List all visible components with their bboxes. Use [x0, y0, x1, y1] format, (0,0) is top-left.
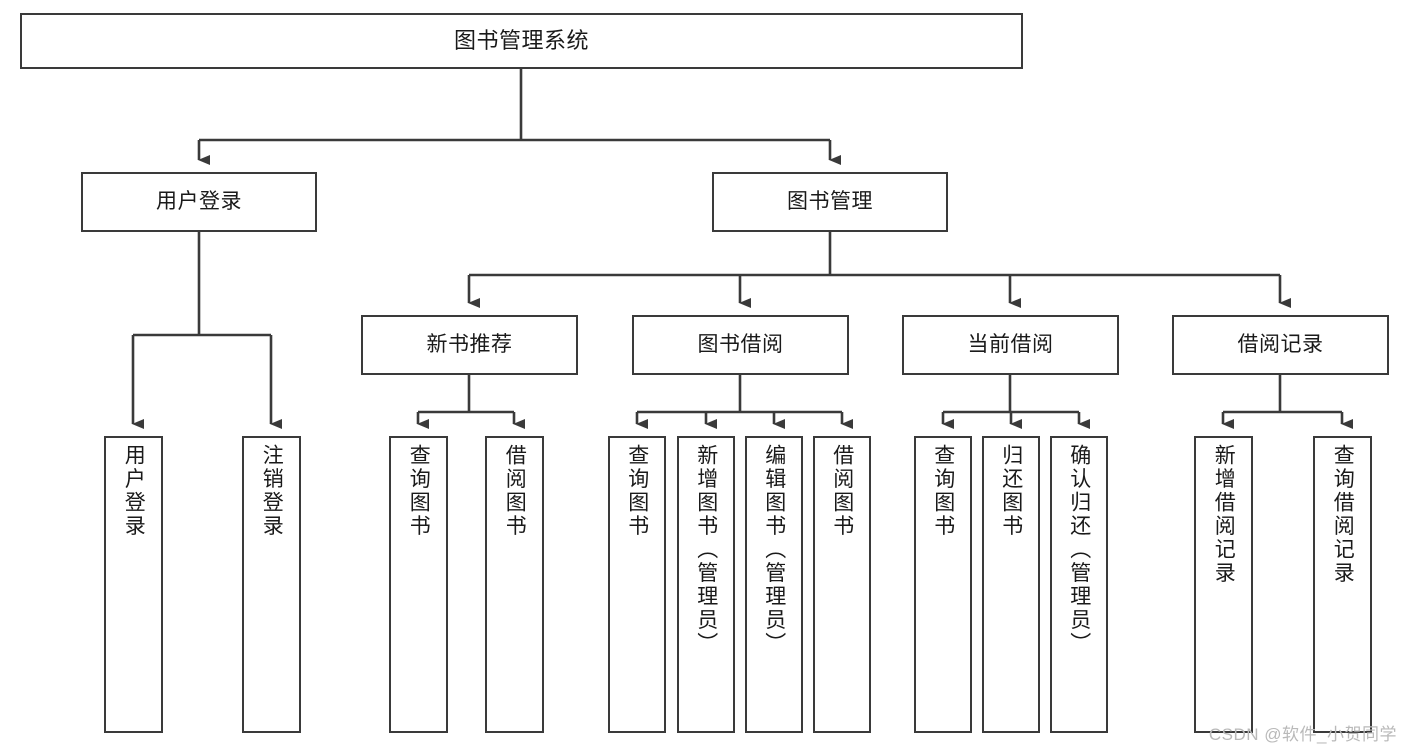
leaf-edit-book-admin-label: 编辑图书（管理员） — [762, 444, 786, 656]
node-current-borrow-label: 当前借阅 — [967, 332, 1054, 356]
leaf-user-login-label: 用户登录 — [122, 444, 146, 538]
node-current-borrow[interactable]: 当前借阅 — [902, 315, 1119, 375]
node-new-book-recommend-label: 新书推荐 — [426, 332, 513, 356]
leaf-query-book-borrow-label: 查询图书 — [625, 444, 649, 538]
leaf-confirm-return-admin[interactable]: 确认归还（管理员） — [1050, 436, 1108, 733]
leaf-confirm-return-admin-label: 确认归还（管理员） — [1067, 444, 1091, 656]
node-root-label: 图书管理系统 — [453, 28, 589, 54]
leaf-borrow-book-label: 借阅图书 — [830, 444, 854, 538]
leaf-query-borrow-record[interactable]: 查询借阅记录 — [1313, 436, 1372, 733]
leaf-query-book-current[interactable]: 查询图书 — [914, 436, 972, 733]
leaf-borrow-book-recommend-label: 借阅图书 — [503, 444, 527, 538]
leaf-query-borrow-record-label: 查询借阅记录 — [1331, 444, 1355, 585]
node-book-management-label: 图书管理 — [787, 189, 873, 213]
leaf-add-book-admin-label: 新增图书（管理员） — [694, 444, 718, 656]
csdn-watermark: CSDN @软件_小贺同学 — [1208, 725, 1397, 744]
leaf-borrow-book-recommend[interactable]: 借阅图书 — [485, 436, 544, 733]
leaf-return-book[interactable]: 归还图书 — [982, 436, 1040, 733]
leaf-return-book-label: 归还图书 — [999, 444, 1023, 538]
leaf-add-borrow-record-label: 新增借阅记录 — [1212, 444, 1236, 585]
node-book-borrow[interactable]: 图书借阅 — [632, 315, 849, 375]
leaf-query-book-current-label: 查询图书 — [931, 444, 955, 538]
leaf-edit-book-admin[interactable]: 编辑图书（管理员） — [745, 436, 803, 733]
node-user-login[interactable]: 用户登录 — [81, 172, 317, 232]
leaf-query-book-recommend-label: 查询图书 — [407, 444, 431, 538]
node-book-borrow-label: 图书借阅 — [697, 332, 784, 356]
node-book-management[interactable]: 图书管理 — [712, 172, 948, 232]
node-user-login-label: 用户登录 — [156, 189, 242, 213]
leaf-borrow-book[interactable]: 借阅图书 — [813, 436, 871, 733]
leaf-add-book-admin[interactable]: 新增图书（管理员） — [677, 436, 735, 733]
leaf-logout[interactable]: 注销登录 — [242, 436, 301, 733]
node-root[interactable]: 图书管理系统 — [20, 13, 1023, 69]
leaf-user-login[interactable]: 用户登录 — [104, 436, 163, 733]
leaf-add-borrow-record[interactable]: 新增借阅记录 — [1194, 436, 1253, 733]
leaf-query-book-borrow[interactable]: 查询图书 — [608, 436, 666, 733]
leaf-query-book-recommend[interactable]: 查询图书 — [389, 436, 448, 733]
node-borrow-record-label: 借阅记录 — [1237, 332, 1324, 356]
node-new-book-recommend[interactable]: 新书推荐 — [361, 315, 578, 375]
leaf-logout-label: 注销登录 — [260, 444, 284, 538]
node-borrow-record[interactable]: 借阅记录 — [1172, 315, 1389, 375]
